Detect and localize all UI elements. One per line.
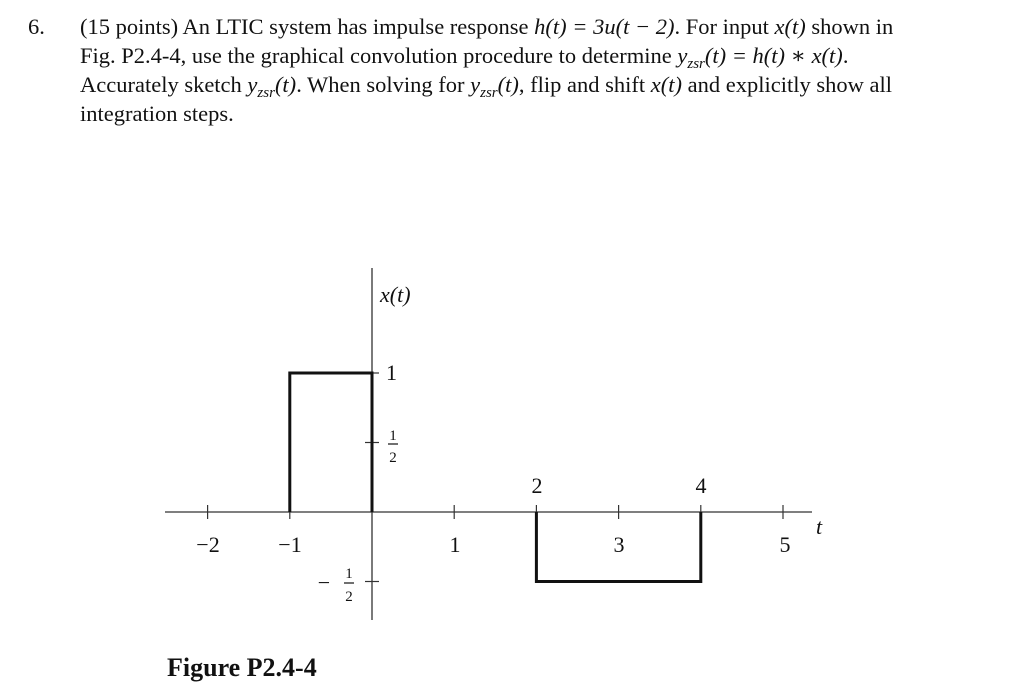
problem-line-4: integration steps. [80,101,234,126]
y-tick-label-half-den: 2 [389,450,397,466]
x-tick-label: 1 [450,532,461,557]
signal-segment [288,371,374,512]
x-tick-label: 5 [780,532,791,557]
impulse-response-formula: h(t) = 3u(t − 2) [534,14,675,39]
convolution-formula: (t) = h(t) ∗ x(t) [704,43,843,68]
function-label: x(t) [379,282,411,307]
x-tick-label: 3 [614,532,625,557]
points-label: (15 points) [80,14,179,39]
y-tick-label-half-num: 1 [389,428,397,444]
y-tick-label-neg-half-den: 2 [345,589,353,605]
problem-line-1: (15 points) An LTIC system has impulse r… [80,14,894,39]
x-tick-label: −2 [196,532,219,557]
figure-caption: Figure P2.4-4 [167,653,317,682]
axis-label-t: t [816,514,823,539]
x-tick-label: 2 [532,473,543,498]
signal-plot [288,371,703,583]
axes [165,268,812,620]
y-tick-label-neg-sign: − [318,570,330,595]
problem-line-3: Accurately sketch yzsr(t). When solving … [80,72,892,101]
y-tick-label-neg-half-num: 1 [345,566,353,582]
problem-number: 6. [28,14,45,39]
x-tick-label: −1 [278,532,301,557]
signal-segment [534,512,703,583]
y-tick-label-one: 1 [386,360,397,385]
problem-line-2: Fig. P2.4-4, use the graphical convoluti… [80,43,849,72]
x-tick-label: 4 [696,473,707,498]
problem-body: (15 points) An LTIC system has impulse r… [80,12,1015,128]
